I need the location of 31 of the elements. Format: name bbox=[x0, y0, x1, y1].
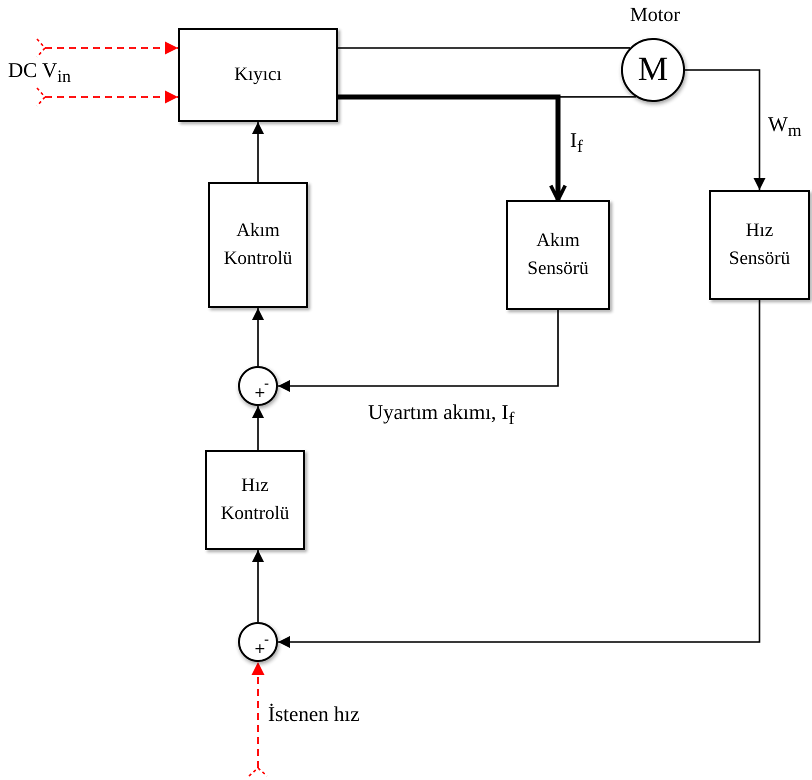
block-label: M bbox=[636, 50, 670, 90]
sign-label: - bbox=[264, 377, 269, 391]
block-label: Hız Sensörü bbox=[728, 219, 792, 271]
sign-label: - bbox=[264, 633, 269, 647]
arrow bbox=[252, 308, 264, 366]
sign-label: + bbox=[254, 386, 266, 400]
sign-label: + bbox=[254, 642, 266, 656]
arrow bbox=[685, 69, 766, 190]
arrow bbox=[252, 662, 264, 768]
motor-circle bbox=[621, 38, 685, 102]
block-label: Akım Sensörü bbox=[526, 229, 590, 281]
block-box bbox=[178, 28, 338, 122]
block-box bbox=[208, 182, 308, 308]
arrow bbox=[45, 42, 178, 54]
summing-junction bbox=[238, 366, 278, 406]
block-box bbox=[709, 190, 810, 300]
block-caption: Motor bbox=[630, 4, 680, 27]
block-box bbox=[205, 450, 305, 550]
signal-label: DC V$_{in}$ bbox=[8, 58, 71, 88]
arrow bbox=[278, 310, 559, 392]
arrow bbox=[278, 300, 760, 648]
arrow bbox=[252, 550, 264, 622]
arrow bbox=[45, 90, 178, 104]
block-label: Akım Kontrolü bbox=[222, 219, 294, 271]
block-label: Kıyıcı bbox=[233, 63, 283, 88]
arrow bbox=[338, 94, 567, 202]
arrow bbox=[252, 406, 264, 450]
summing-junction bbox=[238, 622, 278, 662]
block-box bbox=[506, 200, 610, 310]
block-label: Hız Kontrolü bbox=[220, 474, 290, 526]
arrow bbox=[252, 122, 264, 182]
